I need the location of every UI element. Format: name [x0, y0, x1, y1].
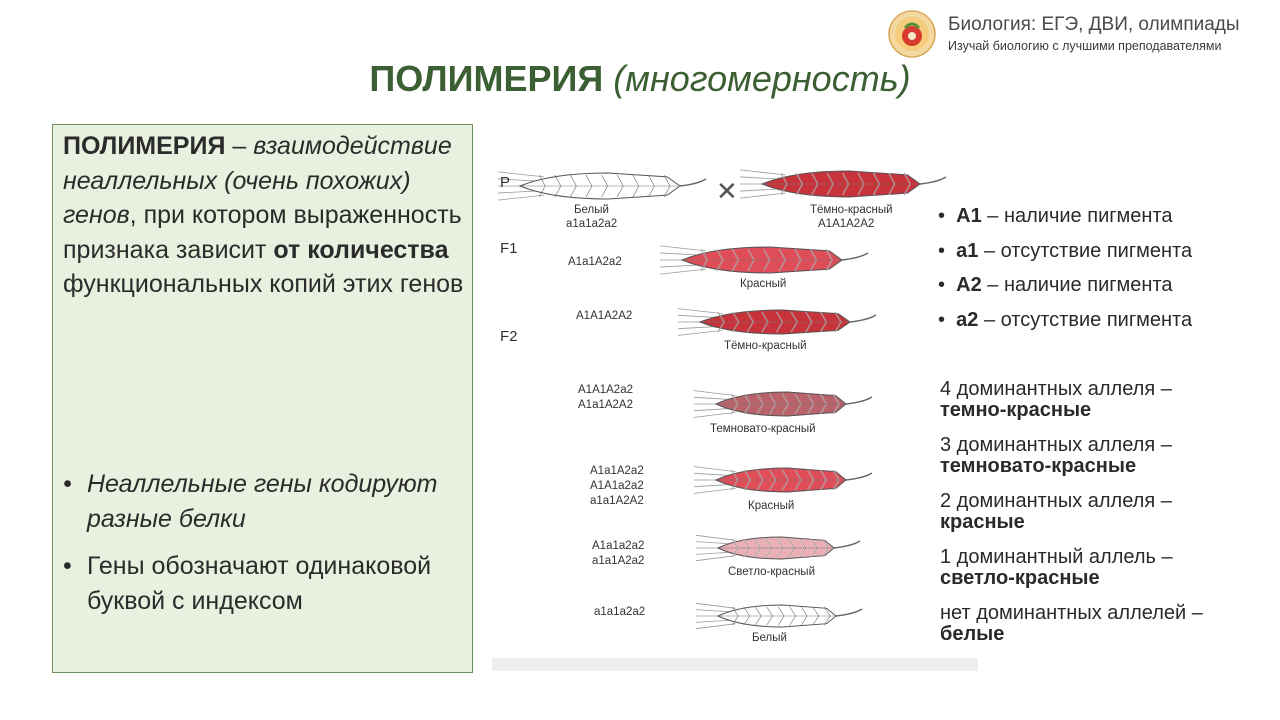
- f1-label: Красный: [740, 278, 787, 290]
- generation-label-f1: F1: [500, 240, 518, 257]
- dominance-count: нет доминантных аллелей –: [940, 602, 1203, 624]
- dominance-count: 1 доминантный аллель –: [940, 546, 1173, 568]
- page-title: ПОЛИМЕРИЯ (многомерность): [0, 58, 1280, 100]
- dominance-item: 1 доминантный аллель –светло-красные: [940, 547, 1173, 589]
- dominance-count: 4 доминантных аллеля –: [940, 378, 1172, 400]
- dominance-item: нет доминантных аллелей –белые: [940, 603, 1203, 645]
- f2-label: Тёмно-красный: [724, 340, 807, 352]
- f2-genotype: А1а1а2а2: [592, 540, 645, 552]
- definition-dash: –: [225, 132, 254, 160]
- allele-item: • а1 – отсутствие пигмента: [938, 240, 1192, 263]
- allele-item: • А2 – наличие пигмента: [938, 274, 1173, 297]
- brand-title: Биология: ЕГЭ, ДВИ, олимпиады: [948, 14, 1240, 35]
- allele-symbol: а2: [956, 309, 979, 331]
- allele-item: • а2 – отсутствие пигмента: [938, 309, 1192, 332]
- bullet-dot: •: [63, 552, 72, 580]
- wheat-ear-f2: [677, 308, 877, 336]
- allele-meaning: – отсутствие пигмента: [978, 240, 1193, 262]
- diagram-bottom-bar: [492, 658, 978, 671]
- dominance-color: белые: [940, 623, 1005, 645]
- page-title-main: ПОЛИМЕРИЯ: [369, 58, 604, 99]
- bullet-item: • Гены обозначают одинаковой буквой с ин…: [61, 549, 467, 618]
- dominance-color: красные: [940, 511, 1025, 533]
- wheat-ear-parent-white: [497, 171, 707, 201]
- f2-label: Светло-красный: [728, 566, 815, 578]
- allele-meaning: – отсутствие пигмента: [978, 309, 1193, 331]
- dominance-item: 4 доминантных аллеля –темно-красные: [940, 379, 1172, 421]
- f2-label: Белый: [752, 632, 787, 644]
- brand-subtitle: Изучай биологию с лучшими преподавателям…: [948, 39, 1222, 53]
- f2-label: Темновато-красный: [710, 423, 816, 435]
- definition-bold: от количества: [273, 235, 449, 264]
- generation-label-p: P: [500, 174, 511, 191]
- f2-genotype: А1А1А2а2: [578, 384, 633, 396]
- allele-item: • А1 – наличие пигмента: [938, 205, 1173, 228]
- page-title-sub: (многомерность): [613, 58, 911, 99]
- bullet-dot: •: [63, 470, 72, 498]
- definition-term: ПОЛИМЕРИЯ: [63, 132, 226, 160]
- bullet-dot: •: [938, 240, 946, 262]
- dominance-color: темновато-красные: [940, 455, 1137, 477]
- dominance-color: светло-красные: [940, 567, 1100, 589]
- dominance-item: 3 доминантных аллеля –темновато-красные: [940, 435, 1172, 477]
- dominance-count: 3 доминантных аллеля –: [940, 434, 1172, 456]
- dominance-item: 2 доминантных аллеля –красные: [940, 491, 1172, 533]
- generation-label-f2: F2: [500, 328, 518, 345]
- brand-logo-icon: [888, 10, 936, 58]
- wheat-ear-f1: [659, 245, 869, 275]
- f2-genotype: А1а1А2а2: [590, 465, 644, 477]
- f2-genotype: а1а1А2а2: [592, 555, 645, 567]
- wheat-ears-drawing: [492, 169, 978, 671]
- parent-white-label: Белый: [574, 204, 609, 216]
- f2-genotype: А1а1А2А2: [578, 399, 633, 411]
- inheritance-diagram: P F1 F2 Белый а1а1а2а2 Тёмно-красный А1А…: [490, 150, 980, 672]
- bullet-text: Неаллельные гены кодируют разные белки: [87, 470, 438, 533]
- f1-genotype: А1а1А2а2: [568, 256, 622, 268]
- dominance-color: темно-красные: [940, 399, 1092, 421]
- definition-part3: функциональных копий этих генов: [63, 270, 464, 298]
- bullet-dot: •: [938, 309, 946, 331]
- bullet-dot: •: [938, 274, 946, 296]
- bullet-text: Гены обозначают одинаковой буквой с инде…: [87, 552, 432, 615]
- f2-genotype: а1а1А2А2: [590, 495, 644, 507]
- dominance-count: 2 доминантных аллеля –: [940, 490, 1172, 512]
- definition-box: ПОЛИМЕРИЯ – взаимодействие неаллельных (…: [52, 124, 473, 673]
- parent-dark-genotype: А1А1А2А2: [818, 218, 875, 230]
- allele-symbol: а1: [956, 240, 979, 262]
- f2-genotype: а1а1а2а2: [594, 606, 646, 618]
- allele-symbol: А2: [956, 274, 982, 296]
- f2-genotype: А1А1а2а2: [590, 480, 644, 492]
- allele-meaning: – наличие пигмента: [981, 205, 1173, 227]
- cross-icon: ✕: [716, 176, 738, 206]
- bullet-item: • Неаллельные гены кодируют разные белки: [61, 467, 467, 536]
- allele-symbol: А1: [956, 205, 982, 227]
- definition-italic: взаимодействие неаллельных (очень похожи…: [63, 132, 452, 229]
- f2-label: Красный: [748, 500, 795, 512]
- f2-genotype: А1А1А2А2: [576, 310, 633, 322]
- wheat-ear-parent-dark: [739, 169, 947, 199]
- bullet-dot: •: [938, 205, 946, 227]
- parent-white-genotype: а1а1а2а2: [566, 218, 618, 230]
- wheat-ear-f2: [693, 466, 873, 494]
- wheat-ear-f2: [695, 534, 861, 562]
- allele-meaning: – наличие пигмента: [981, 274, 1173, 296]
- parent-dark-label: Тёмно-красный: [810, 204, 893, 216]
- wheat-ear-f2: [695, 602, 863, 630]
- brand-header: Биология: ЕГЭ, ДВИ, олимпиады Изучай био…: [888, 10, 1268, 58]
- definition-text: ПОЛИМЕРИЯ – взаимодействие неаллельных (…: [63, 129, 471, 302]
- wheat-ear-f2: [693, 390, 873, 418]
- definition-part2: , при котором выраженность признака зави…: [63, 201, 462, 264]
